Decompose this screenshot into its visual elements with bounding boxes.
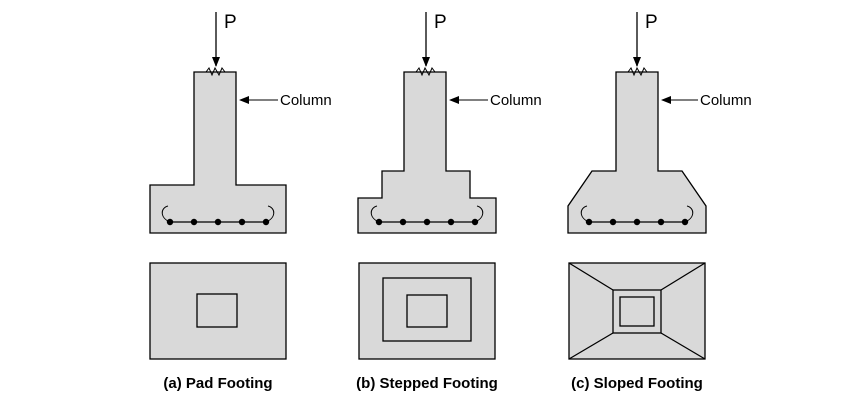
- sloped-load-label: P: [645, 12, 658, 33]
- stepped-footing-plan: [358, 262, 496, 360]
- sloped-footing-section: [567, 66, 707, 234]
- sloped-footing-group: P Column (c) Sloped Footing: [567, 12, 752, 392]
- stepped-column-label: Column: [490, 92, 542, 109]
- stepped-footing-caption: (b) Stepped Footing: [356, 375, 498, 392]
- sloped-footing-caption: (c) Sloped Footing: [571, 375, 703, 392]
- stepped-load-label: P: [434, 12, 447, 33]
- pad-load-label: P: [224, 12, 237, 33]
- pad-footing-section: [149, 66, 287, 234]
- pad-column-label: Column: [280, 92, 332, 109]
- pad-footing-group: P Column (a) Pad Footing: [149, 12, 332, 392]
- stepped-footing-group: P Column (b) Stepped Footing: [356, 12, 542, 392]
- sloped-column-label: Column: [700, 92, 752, 109]
- stepped-footing-section: [357, 66, 497, 234]
- pad-footing-caption: (a) Pad Footing: [163, 375, 272, 392]
- pad-footing-plan: [149, 262, 287, 360]
- sloped-footing-plan: [568, 262, 706, 360]
